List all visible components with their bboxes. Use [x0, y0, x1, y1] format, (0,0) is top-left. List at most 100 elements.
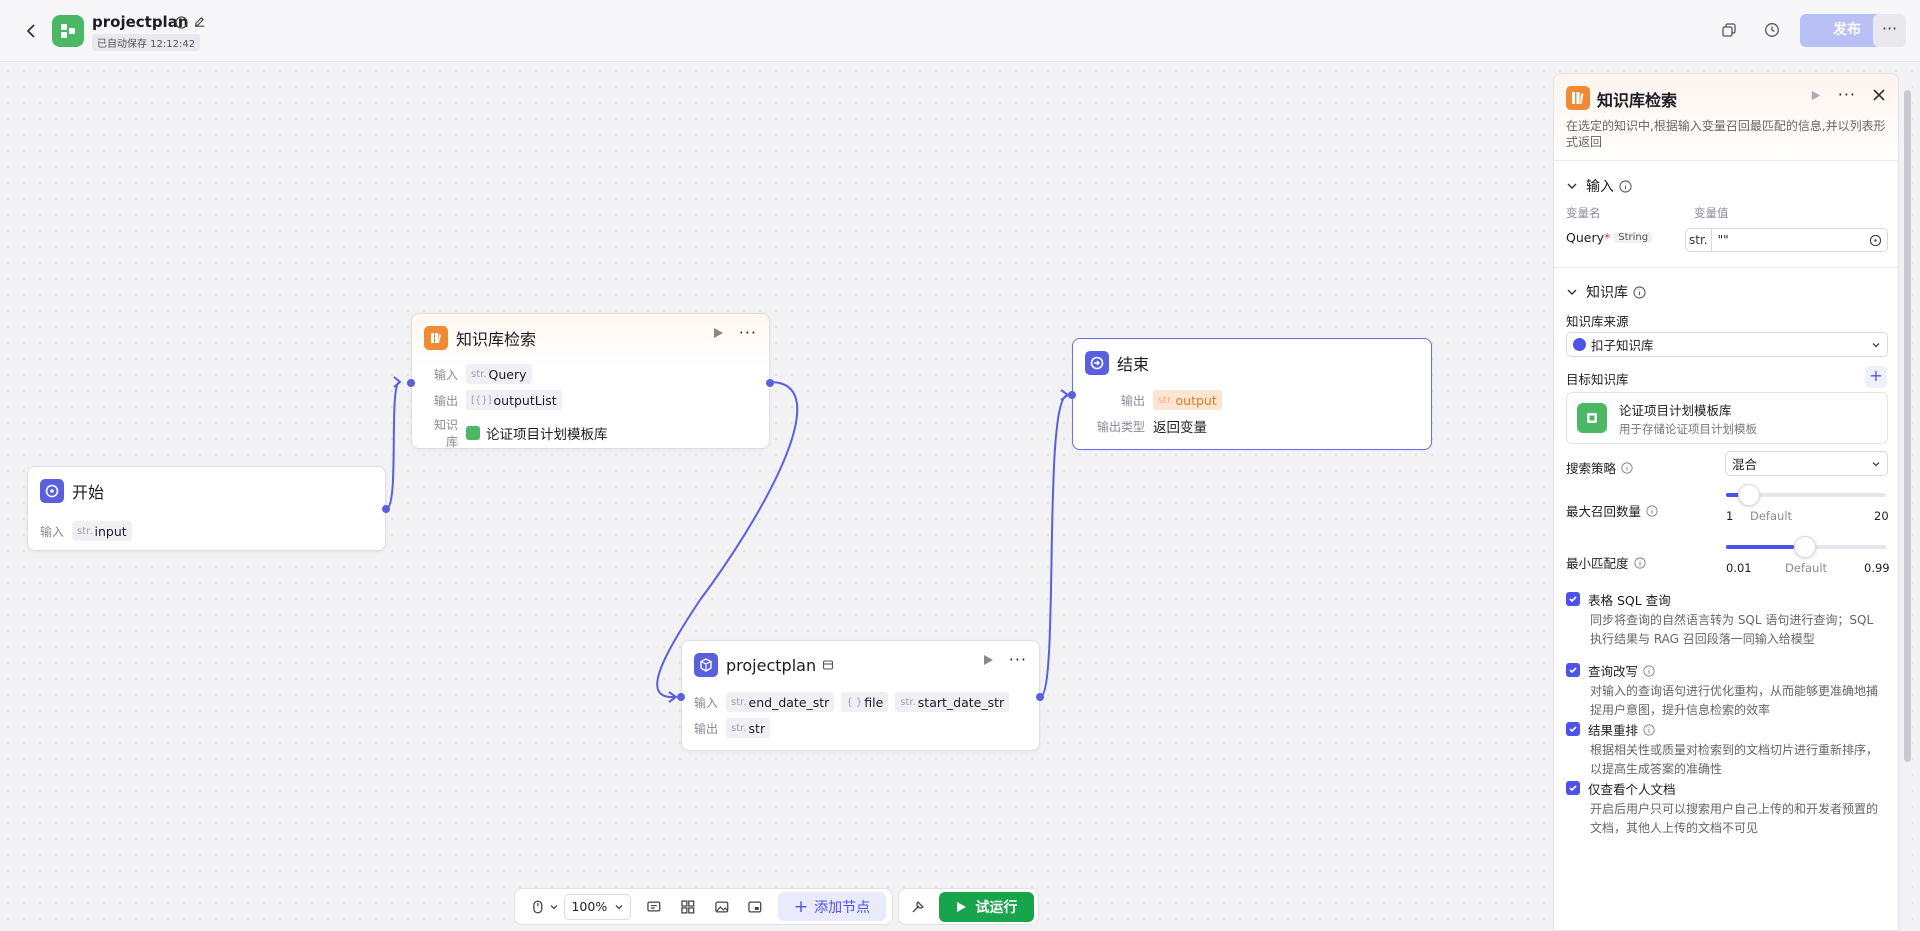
input-port[interactable]: [1068, 391, 1076, 399]
option-label: 查询改写: [1588, 661, 1655, 680]
node-title: 结束: [1117, 355, 1150, 374]
coze-icon: [1573, 338, 1586, 351]
add-kb-button[interactable]: +: [1865, 366, 1887, 388]
image-icon[interactable]: [713, 898, 731, 916]
variable-tag: [{}]outputList: [466, 390, 562, 410]
kb-source-label: 知识库来源: [1566, 314, 1629, 329]
info-icon[interactable]: [1619, 179, 1632, 193]
add-node-label: 添加节点: [814, 899, 871, 916]
add-node-button[interactable]: + 添加节点: [778, 892, 886, 921]
slider-min: 0.01: [1726, 561, 1752, 575]
chevron-down-icon: [615, 904, 623, 909]
variable-tag: str.Query: [466, 364, 532, 384]
section-title: 知识库: [1586, 285, 1628, 301]
copy-icon[interactable]: [1721, 22, 1737, 38]
layout-icon[interactable]: [679, 898, 697, 916]
tools-icon[interactable]: [909, 898, 927, 916]
input-section-header[interactable]: 输入: [1566, 176, 1632, 196]
personal-docs-checkbox[interactable]: [1566, 781, 1580, 795]
output-port[interactable]: [1036, 693, 1044, 701]
output-port[interactable]: [382, 505, 390, 513]
sql-query-checkbox[interactable]: [1566, 592, 1580, 606]
slider-thumb[interactable]: [1794, 536, 1816, 558]
section-title: 输入: [1586, 179, 1614, 195]
kb-source-value: 扣子知识库: [1591, 338, 1654, 353]
more-icon[interactable]: ···: [738, 323, 757, 342]
info-icon[interactable]: [1643, 664, 1655, 677]
zoom-value: 100%: [571, 899, 608, 914]
node-title: 知识库检索: [456, 330, 537, 349]
projectplan-node[interactable]: projectplan ··· 输入 str.end_date_str { }f…: [677, 640, 1044, 751]
chevron-down-icon[interactable]: [549, 902, 559, 912]
zoom-select[interactable]: 100%: [564, 893, 632, 920]
database-icon: [823, 660, 834, 670]
output-label: 输出: [433, 393, 458, 408]
info-icon[interactable]: [175, 16, 188, 29]
start-node[interactable]: 开始 输入 str.input: [27, 466, 390, 551]
knowledge-base-icon: [1566, 86, 1590, 110]
comment-icon[interactable]: [645, 898, 663, 916]
info-icon[interactable]: [1633, 556, 1646, 569]
output-type-label: 输出类型: [1096, 419, 1145, 434]
more-icon[interactable]: ···: [1008, 650, 1027, 669]
variable-ref-icon[interactable]: [1869, 234, 1882, 247]
divider: [1554, 267, 1898, 268]
chevron-down-icon: [1872, 461, 1880, 466]
more-menu-button[interactable]: ···: [1873, 14, 1906, 47]
option-desc: 开启后用户只可以搜索用户自己上传的和开发者预置的文档，其他人上传的文档不可见: [1590, 802, 1879, 835]
kb-card[interactable]: 论证项目计划模板库 用于存储论证项目计划模板: [1566, 392, 1888, 444]
panel-header: [1554, 74, 1898, 164]
option-desc: 根据相关性或质量对检索到的文档切片进行重新排序，以提高生成答案的准确性: [1590, 743, 1879, 776]
info-icon[interactable]: [1621, 461, 1633, 474]
input-port[interactable]: [677, 693, 685, 701]
minimap-icon[interactable]: [746, 898, 764, 916]
start-icon: [40, 479, 64, 503]
slider-max: 20: [1874, 509, 1889, 523]
chevron-down-icon: [1872, 342, 1880, 347]
kb-source-select[interactable]: 扣子知识库: [1566, 332, 1888, 357]
kb-section-header[interactable]: 知识库: [1566, 282, 1646, 302]
panel-scrollbar-thumb[interactable]: [1904, 90, 1911, 762]
knowledge-base-icon: [424, 326, 448, 350]
input-label: 输入: [694, 695, 719, 710]
edit-icon[interactable]: [193, 15, 206, 28]
variable-tag: str.output: [1153, 390, 1222, 410]
rerank-checkbox[interactable]: [1566, 722, 1580, 736]
mouse-icon[interactable]: [529, 898, 547, 916]
query-rewrite-checkbox[interactable]: [1566, 663, 1580, 677]
play-icon: [957, 901, 967, 912]
query-value-input[interactable]: str. "": [1685, 228, 1888, 252]
min-match-slider[interactable]: [1726, 536, 1886, 558]
play-icon[interactable]: [711, 326, 725, 340]
kb-name: 论证项目计划模板库: [486, 427, 608, 443]
max-recall-slider[interactable]: [1726, 484, 1886, 506]
variable-tag: str.end_date_str: [726, 692, 835, 712]
history-icon[interactable]: [1764, 22, 1780, 38]
play-icon[interactable]: [1809, 89, 1822, 102]
input-label: 输入: [433, 367, 458, 382]
end-node[interactable]: 结束 输出 str.output 输出类型 返回变量: [1068, 338, 1432, 450]
option-desc: 对输入的查询语句进行优化重构，从而能够更准确地捕捉用户意图，提升信息检索的效率: [1590, 684, 1879, 717]
test-run-button[interactable]: 试运行: [938, 891, 1034, 922]
more-icon[interactable]: ···: [1837, 85, 1856, 104]
kb-doc-icon: [1577, 403, 1607, 433]
input-port[interactable]: [407, 379, 415, 387]
divider: [1554, 160, 1898, 161]
slider-min: 1: [1726, 509, 1734, 523]
close-icon[interactable]: [1872, 88, 1886, 102]
run-toolbar: 试运行: [898, 888, 1039, 925]
strategy-select[interactable]: 混合: [1725, 451, 1888, 476]
back-arrow-icon[interactable]: [20, 19, 44, 43]
kb-search-node[interactable]: 知识库检索 ··· 输入 str.Query 输出 [{}]outputList…: [407, 313, 774, 449]
strategy-value: 混合: [1732, 457, 1758, 472]
output-port[interactable]: [766, 379, 774, 387]
info-icon[interactable]: [1633, 285, 1646, 299]
play-icon[interactable]: [981, 653, 995, 667]
col-var-name: 变量名: [1566, 206, 1601, 220]
chevron-down-icon: [1567, 183, 1577, 189]
info-icon[interactable]: [1646, 504, 1658, 517]
info-icon[interactable]: [1643, 723, 1655, 736]
slider-thumb[interactable]: [1738, 484, 1760, 506]
target-kb-label: 目标知识库: [1566, 372, 1629, 387]
max-recall-label: 最大召回数量: [1566, 501, 1658, 520]
